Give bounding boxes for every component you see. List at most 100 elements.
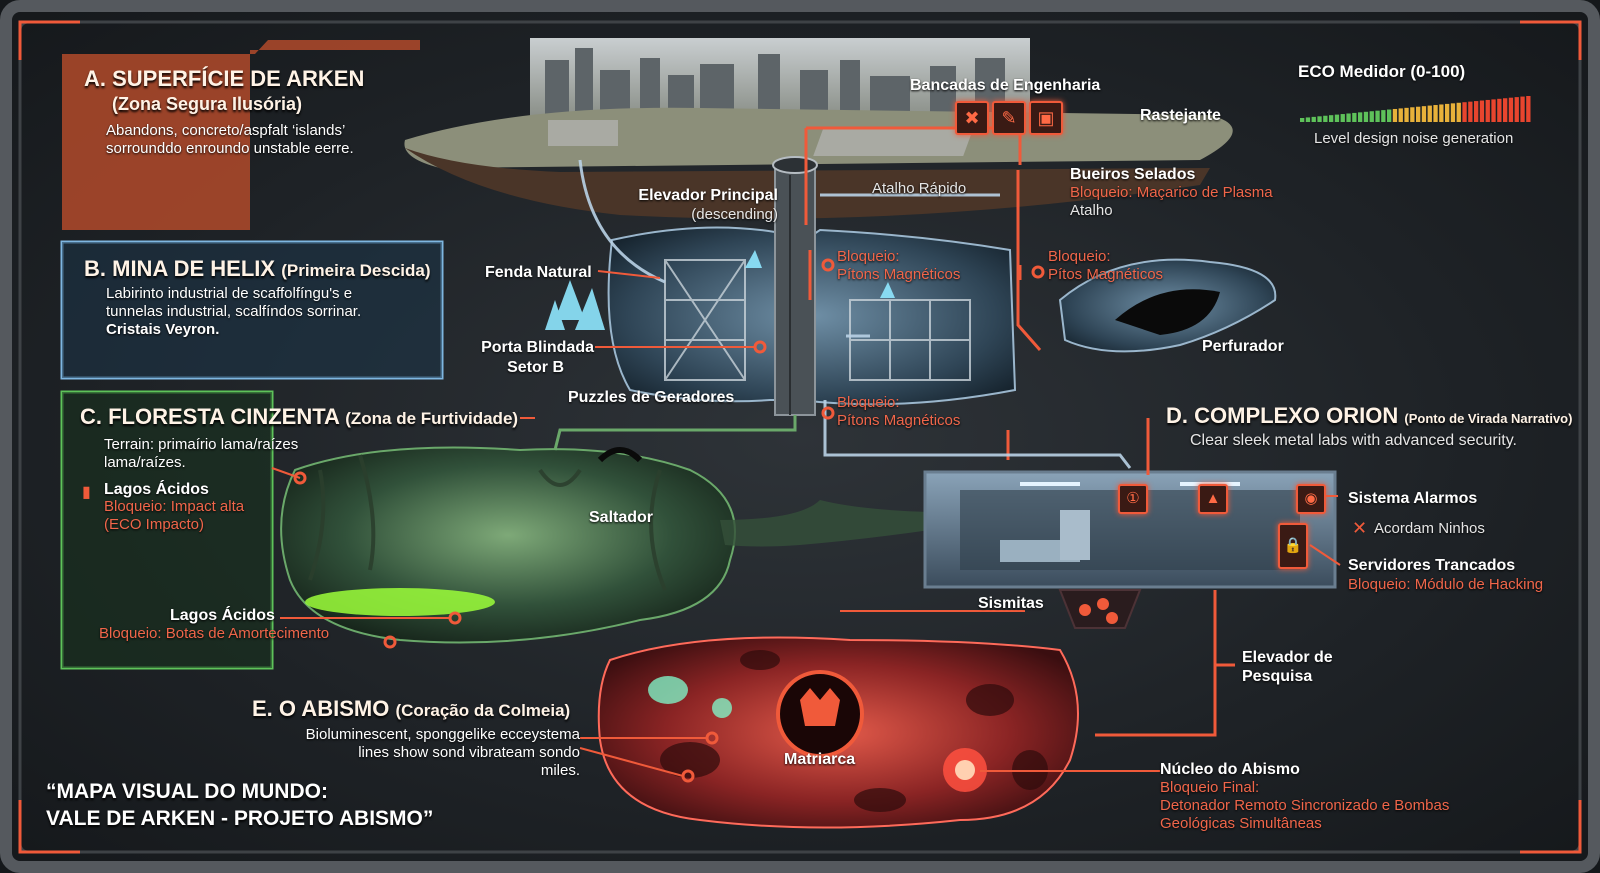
fenda-natural-label: Fenda Natural bbox=[485, 264, 592, 281]
zone-b-title: B. MINA DE HELIX (Primeira Descida) bbox=[84, 256, 431, 281]
elevador-principal-label: Elevador Principal bbox=[638, 187, 778, 204]
eco-meter-bar bbox=[1352, 112, 1357, 122]
zone-c-desc-1: Terrain: primaírio lama/raízes bbox=[104, 436, 299, 453]
eco-meter-bar bbox=[1503, 98, 1508, 122]
atalho-rapido-label: Atalho Rápido bbox=[872, 180, 967, 197]
elevador-pesquisa-label-2: Pesquisa bbox=[1242, 668, 1313, 685]
eco-meter-bar bbox=[1468, 101, 1473, 122]
eco-meter-bar bbox=[1404, 107, 1409, 122]
lagos-acidos-lock-2: (ECO Impacto) bbox=[104, 516, 205, 533]
bueiros-lock: Bloqueio: Maçarico de Plasma bbox=[1070, 184, 1273, 201]
lock-icon: 🔒 bbox=[1278, 523, 1308, 569]
zone-a-panel bbox=[62, 40, 420, 230]
porta-blindada-label-2: Setor B bbox=[507, 359, 564, 376]
crossed-nests-icon: ✕ bbox=[1352, 518, 1368, 538]
eco-meter-bar bbox=[1392, 108, 1398, 122]
bloqueio-label-2: Bloqueio: bbox=[1048, 248, 1111, 265]
alarm-panel-icon: ① bbox=[1118, 484, 1148, 514]
eco-meter-bar bbox=[1416, 106, 1421, 122]
zone-e-desc-2: lines show sond vibrateam sondo bbox=[358, 744, 580, 761]
pitons-label-1: Pítons Magnéticos bbox=[837, 266, 961, 283]
eco-meter-bar bbox=[1491, 99, 1496, 122]
pitons-label-2: Pítons Magnéticos bbox=[837, 412, 961, 429]
eco-meter-bars bbox=[1300, 96, 1531, 122]
alarm-signal-icon: ◉ bbox=[1296, 484, 1326, 514]
bloqueio-label-1: Bloqueio: bbox=[837, 248, 900, 265]
scaffolding bbox=[664, 259, 971, 381]
servidores-lock: Bloqueio: Módulo de Hacking bbox=[1348, 576, 1544, 593]
zone-b-subtitle: (Primeira Descida) bbox=[281, 261, 431, 280]
lagos-acidos-label-1: Lagos Ácidos bbox=[104, 481, 209, 498]
map-title-line-1: “MAPA VISUAL DO MUNDO: bbox=[46, 780, 328, 803]
driller-silhouette bbox=[1115, 289, 1220, 335]
lagos-acidos-lock-1: Bloqueio: Impact alta bbox=[104, 498, 245, 515]
zone-b-desc-3: Cristais Veyron. bbox=[106, 321, 220, 338]
eco-meter-title: ECO Medidor (0-100) bbox=[1298, 62, 1466, 81]
eco-meter-bar bbox=[1456, 102, 1461, 122]
zone-e-desc-1: Bioluminescent, sponggelike ecceystema bbox=[305, 726, 580, 743]
eco-meter-bar bbox=[1346, 113, 1351, 122]
zone-c-desc-2: lama/raízes. bbox=[104, 454, 186, 471]
eco-meter-bar bbox=[1369, 111, 1374, 122]
eco-meter-bar bbox=[1508, 97, 1514, 122]
eco-meter-bar bbox=[1329, 115, 1334, 122]
nucleo-label: Núcleo do Abismo bbox=[1160, 761, 1300, 778]
eco-meter-bar bbox=[1398, 108, 1403, 122]
eco-meter-bar bbox=[1479, 100, 1485, 122]
nucleo-lock-1: Bloqueio Final: bbox=[1160, 779, 1260, 796]
eco-meter-bar bbox=[1363, 111, 1369, 122]
eco-meter-bar bbox=[1514, 97, 1519, 122]
rastejante-label: Rastejante bbox=[1140, 107, 1221, 124]
eco-meter-bar bbox=[1381, 110, 1386, 122]
zone-e-subtitle: (Coração da Colmeia) bbox=[395, 701, 571, 720]
zone-a-subtitle: (Zona Segura Ilusória) bbox=[112, 94, 303, 114]
toolbox-icon: ▣ bbox=[1029, 101, 1063, 135]
eco-meter-bar bbox=[1462, 102, 1467, 122]
eco-meter-bar bbox=[1520, 96, 1525, 122]
acordam-ninhos-label: Acordam Ninhos bbox=[1374, 520, 1485, 537]
eco-meter-bar bbox=[1300, 118, 1305, 122]
eco-meter-bar bbox=[1450, 103, 1456, 122]
bueiros-label: Bueiros Selados bbox=[1070, 166, 1196, 183]
servidores-label: Servidores Trancados bbox=[1348, 557, 1516, 574]
eco-meter-bar bbox=[1526, 96, 1531, 122]
pitos-label: Pítos Magnéticos bbox=[1048, 266, 1164, 283]
saltador-label: Saltador bbox=[589, 509, 654, 526]
wrench-icon: ✎ bbox=[992, 101, 1026, 135]
acid-pool bbox=[305, 588, 495, 616]
zone-b-desc-1: Labirinto industrial de scaffolfíngu's e bbox=[106, 285, 353, 302]
eco-meter-bar bbox=[1340, 114, 1345, 122]
eco-meter-bar bbox=[1387, 109, 1392, 122]
matriarca-label: Matriarca bbox=[784, 751, 856, 768]
eco-meter-bar bbox=[1334, 114, 1340, 122]
bueiros-atalho: Atalho bbox=[1070, 202, 1113, 219]
porta-blindada-label-1: Porta Blindada bbox=[481, 339, 594, 356]
lagos-acidos-label-2: Lagos Ácidos bbox=[170, 607, 275, 624]
eco-meter-caption: Level design noise generation bbox=[1314, 130, 1514, 147]
zone-d-desc: Clear sleek metal labs with advanced sec… bbox=[1190, 432, 1517, 449]
map-title: “MAPA VISUAL DO MUNDO: VALE DE ARKEN - P… bbox=[46, 778, 433, 832]
zone-a-desc-2: sorrounddo enroundo unstable eerre. bbox=[106, 140, 354, 157]
nucleo-lock-2: Detonador Remoto Sincronizado e Bombas bbox=[1160, 797, 1450, 814]
zone-b-desc-2: tunnelas industrial, scalfíndos sorrinar… bbox=[106, 303, 362, 320]
elevador-pesquisa-label-1: Elevador de bbox=[1242, 649, 1333, 666]
eco-meter-bar bbox=[1317, 116, 1322, 122]
veyron-crystals bbox=[545, 250, 895, 330]
nucleo-lock-3: Geológicas Simultâneas bbox=[1160, 815, 1322, 832]
eco-meter-bar bbox=[1439, 104, 1444, 122]
perfurador-label: Perfurador bbox=[1202, 338, 1284, 355]
eco-meter-bar bbox=[1375, 110, 1380, 122]
eco-meter-bar bbox=[1497, 98, 1502, 122]
lagos-acidos-lock-3: Bloqueio: Botas de Amortecimento bbox=[99, 625, 330, 642]
zone-a-title: A. SUPERFÍCIE DE ARKEN bbox=[84, 66, 365, 91]
signal-bars-icon: ▮ bbox=[82, 484, 91, 501]
tools-cross-icon: ✖ bbox=[955, 101, 989, 135]
zone-e-desc-3: miles. bbox=[540, 762, 580, 779]
eco-meter-bar bbox=[1445, 103, 1450, 122]
eco-meter-bar bbox=[1427, 105, 1432, 122]
zone-a-desc-1: Abandons, concreto/aspfalt ‘islands’ bbox=[106, 122, 346, 139]
zone-d-title: D. COMPLEXO ORION (Ponto de Virada Narra… bbox=[1166, 403, 1573, 428]
eco-meter-bar bbox=[1433, 105, 1438, 122]
sistema-alarmos-label: Sistema Alarmos bbox=[1348, 490, 1478, 507]
